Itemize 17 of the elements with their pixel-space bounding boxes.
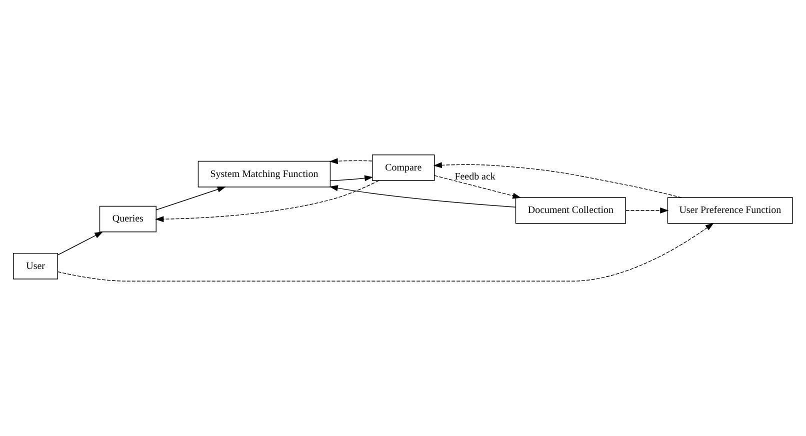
node-box: Document Collection <box>515 197 626 224</box>
arrow <box>155 180 380 222</box>
arrow <box>330 175 374 182</box>
edge-label: Feedb ack <box>454 171 496 182</box>
node-box: User <box>13 252 58 280</box>
node-box: User Preference Function <box>667 197 793 224</box>
node-box: Compare <box>372 154 435 181</box>
arrow <box>329 158 372 164</box>
arrow <box>625 208 669 214</box>
node-box: Queries <box>99 206 156 232</box>
arrow <box>433 162 682 198</box>
node-box: System Matching Function <box>198 160 331 188</box>
arrow <box>57 231 104 256</box>
arrow <box>57 222 714 282</box>
arrow <box>434 175 522 199</box>
arrow <box>156 186 226 210</box>
arrow <box>329 185 516 208</box>
